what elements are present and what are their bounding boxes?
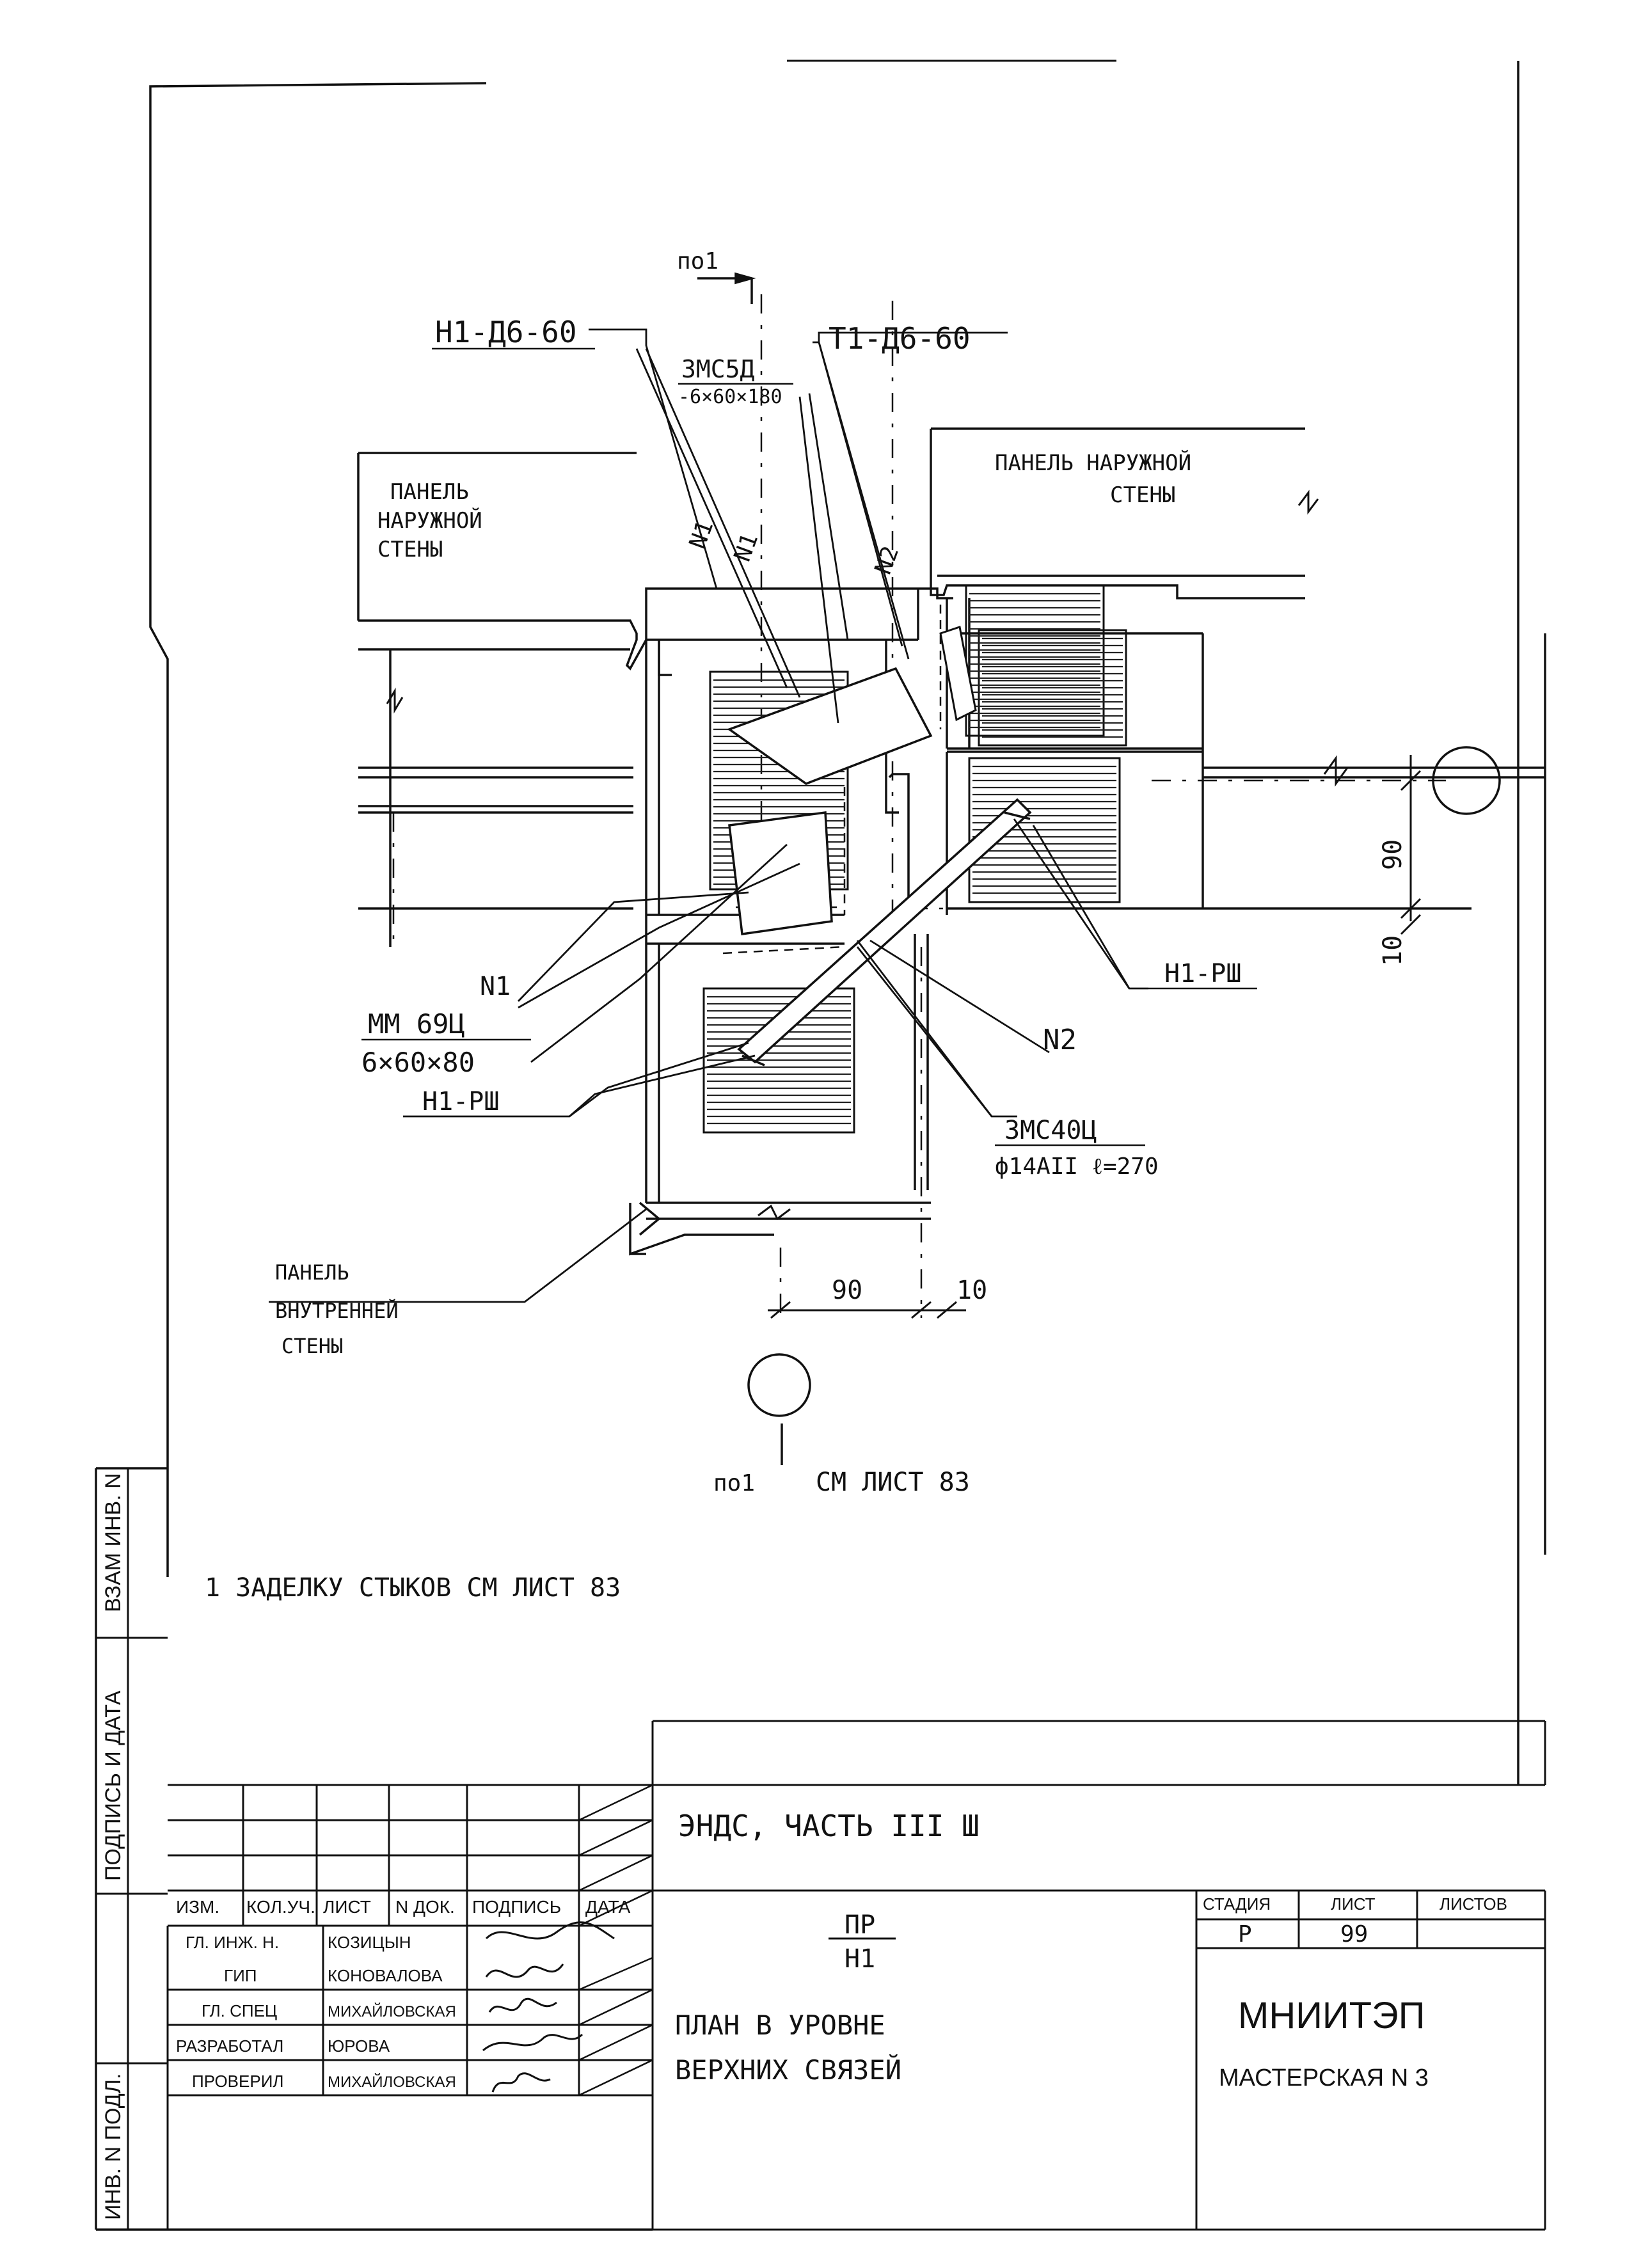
label-3mc40: 3МС40Ц: [1004, 1116, 1097, 1145]
panel-int-line: ПАНЕЛЬ: [275, 1260, 349, 1285]
note-bottom: 1 ЗАДЕЛКУ СТЫКОВ СМ ЛИСТ 83: [205, 1573, 621, 1603]
panel-ext-right-label: ПАНЕЛЬ НАРУЖНОЙ СТЕНЫ: [995, 450, 1191, 508]
section-marker-top-label: по1: [677, 248, 718, 274]
leader-lines: [269, 328, 1148, 1303]
project-title: ЭНДС, ЧАСТЬ III Ш: [678, 1809, 980, 1843]
break-marks: [386, 489, 1349, 1221]
label-3mc40-size: ф14АII ℓ=270: [995, 1154, 1159, 1180]
grid-axis-circle-bottom: [747, 1353, 811, 1417]
staff-name: МИХАЙЛОВСКАЯ: [328, 2002, 456, 2020]
small-plates-right: [939, 626, 977, 722]
wall-panels: [357, 427, 1545, 1256]
dim-10-right: 10: [1378, 935, 1408, 966]
sheet-title-line1: ПЛАН В УРОВНЕ: [675, 2010, 885, 2041]
staff-name: КОНОВАЛОВА: [328, 1966, 443, 1985]
header-data: ДАТА: [585, 1897, 631, 1917]
staff-role: ГЛ. СПЕЦ: [202, 2001, 277, 2020]
staff-name: МИХАЙЛОВСКАЯ: [328, 2073, 456, 2091]
label-t1-d6: Т1-Д6-60: [829, 321, 971, 356]
mark-n1-left: N1: [480, 972, 511, 1001]
org-name: МНИИТЭП: [1238, 1995, 1425, 2036]
panel-int-line: СТЕНЫ: [282, 1334, 343, 1358]
header-podpis: ПОДПИСЬ: [472, 1897, 561, 1917]
hatch-block-right-mid: [968, 757, 1121, 903]
panel-ext-right-line: ПАНЕЛЬ НАРУЖНОЙ: [995, 450, 1191, 476]
plate-3mc5d: [727, 667, 933, 785]
dim-90-right: 90: [1378, 839, 1408, 870]
label-h1-rsh-right: Н1-РШ: [1164, 959, 1241, 988]
panel-int-line: ВНУТРЕННЕЙ: [275, 1299, 399, 1323]
hatch-block-right-top: [965, 584, 1127, 747]
mark-n1-b: N1: [729, 530, 763, 565]
section-marker-bottom-label: по1: [713, 1470, 755, 1496]
panel-ext-left-label: ПАНЕЛЬ НАРУЖНОЙ СТЕНЫ: [377, 479, 482, 562]
staff-role: РАЗРАБОТАЛ: [176, 2036, 283, 2056]
section-reference: СМ ЛИСТ 83: [816, 1468, 970, 1497]
label-3mc5d: 3МС5Д: [681, 355, 755, 383]
header-list: ЛИСТ: [323, 1897, 371, 1917]
staff-name: ЮРОВА: [328, 2036, 390, 2056]
sheet-code-top: ПР: [845, 1910, 875, 1940]
header-n-dok: N ДОК.: [395, 1897, 455, 1917]
panel-ext-left-line: ПАНЕЛЬ: [390, 479, 469, 505]
sheet-code-bottom: Н1: [845, 1944, 875, 1974]
header-kol-uch: КОЛ.УЧ.: [246, 1897, 315, 1917]
header-izm: ИЗМ.: [176, 1897, 219, 1917]
section-marker-top: [697, 272, 756, 304]
grid-axis-circle-right: [1432, 746, 1501, 815]
staff-role: ГЛ. ИНЖ. Н.: [186, 1933, 279, 1952]
panel-ext-left-line: НАРУЖНОЙ: [377, 507, 482, 534]
sheet-value: 99: [1340, 1921, 1368, 1947]
title-block-headers: ИЗМ. КОЛ.УЧ. ЛИСТ N ДОК. ПОДПИСЬ ДАТА: [176, 1897, 631, 1917]
side-stamp: [96, 1468, 168, 2230]
mark-n2-right: N2: [1043, 1024, 1077, 1056]
staff-role: ПРОВЕРИЛ: [192, 2072, 283, 2091]
panel-int-label: ПАНЕЛЬ ВНУТРЕННЕЙ СТЕНЫ: [275, 1260, 399, 1358]
stage-value: Р: [1238, 1921, 1252, 1947]
side-stamp-vzam: ВЗАМ ИНВ. N: [101, 1473, 125, 1612]
side-stamp-podpis: ПОДПИСЬ И ДАТА: [101, 1690, 125, 1881]
signatures: [482, 1921, 615, 2093]
workshop-name: МАСТЕРСКАЯ N 3: [1219, 2065, 1429, 2091]
panel-ext-left-line: СТЕНЫ: [377, 537, 443, 562]
hatch-block-bottom: [702, 987, 855, 1134]
title-block-grid: [166, 1720, 1546, 2231]
staff-role: ГИП: [224, 1966, 257, 1985]
panel-ext-right-line: СТЕНЫ: [1110, 482, 1175, 508]
label-mm69: ММ 69Ц: [368, 1008, 465, 1040]
label-mm69-size: 6×60×80: [361, 1047, 475, 1078]
rebar-3mc40: [737, 798, 1032, 1067]
label-h1-rsh-left: Н1-РШ: [422, 1087, 499, 1116]
sheet-label: ЛИСТ: [1331, 1894, 1376, 1914]
dimension-lines: [768, 755, 1422, 1319]
staff-rows: ГЛ. ИНЖ. Н. КОЗИЦЫН ГИП КОНОВАЛОВА ГЛ. С…: [176, 1933, 456, 2091]
stage-label: СТАДИЯ: [1203, 1894, 1271, 1914]
sheet-title-line2: ВЕРХНИХ СВЯЗЕЙ: [675, 2054, 901, 2086]
staff-name: КОЗИЦЫН: [328, 1933, 411, 1952]
sheets-label: ЛИСТОВ: [1440, 1894, 1507, 1914]
sheet-frame: [95, 59, 1546, 2231]
label-h1-d6: Н1-Д6-60: [435, 315, 577, 349]
dim-10-bottom: 10: [956, 1276, 987, 1305]
label-3mc5d-size: -6×60×180: [678, 386, 782, 408]
dim-90-bottom: 90: [832, 1276, 862, 1305]
side-stamp-inv: ИНВ. N ПОДЛ.: [101, 2074, 125, 2220]
